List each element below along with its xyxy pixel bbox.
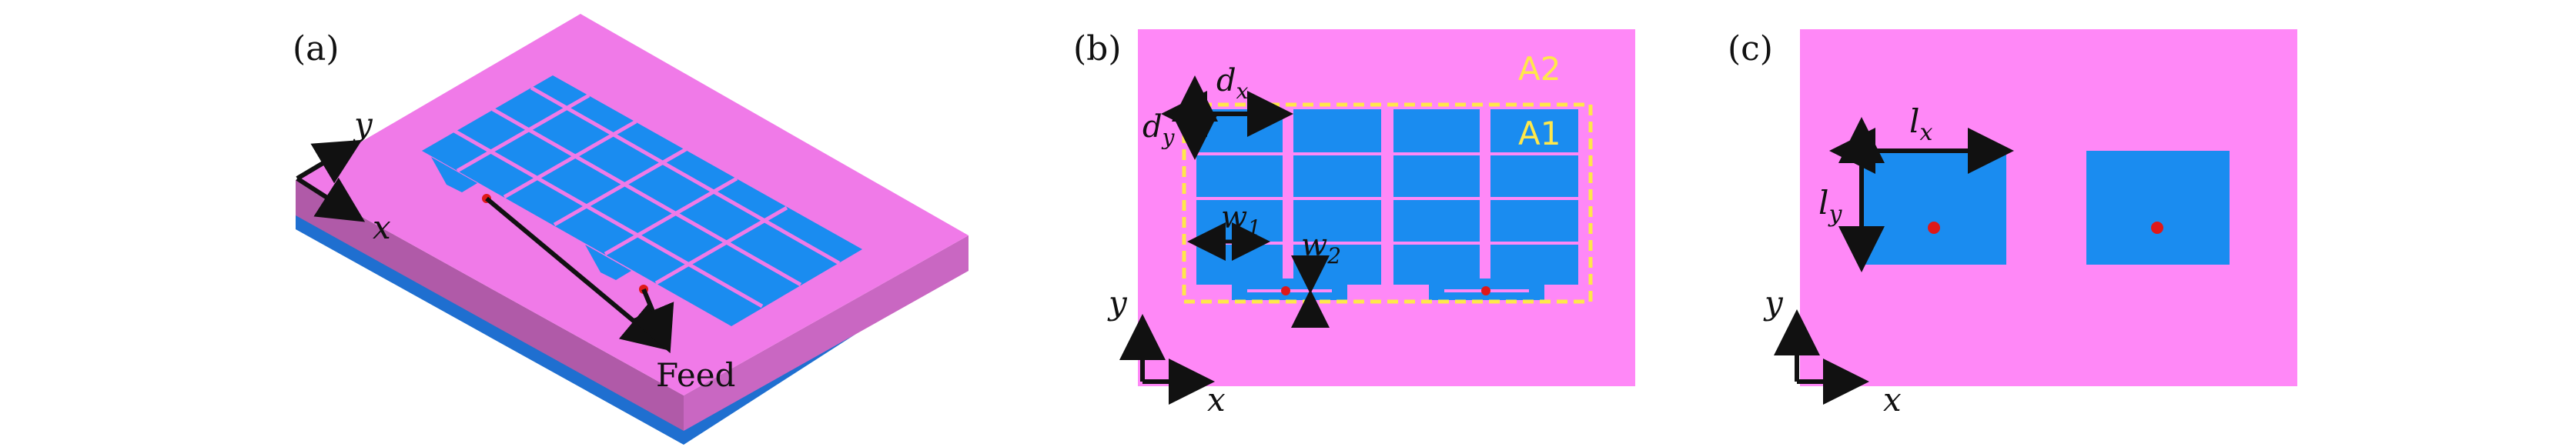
dim-w1-label: w1 [1221,200,1261,241]
dim-w2-label: w2 [1301,228,1341,269]
feed-step-2 [585,245,631,280]
feed-step-1 [431,157,477,192]
single-patch-left [1863,151,2006,265]
panel-a: (a) [293,14,969,445]
feed-point-c1 [1928,222,1940,234]
single-patch-right [2086,151,2230,265]
dim-ly-label: ly [1818,184,1842,228]
dim-lx-label: lx [1909,102,1932,146]
dim-dy-label: dy [1142,109,1176,150]
patch-array-3d [422,75,862,326]
axis-y-label-c: y [1763,284,1784,322]
array-patch-region [422,75,862,326]
panel-b-tag: (b) [1073,29,1122,68]
axis-y-label-b: y [1107,284,1128,322]
feed-arrow-2 [631,288,674,354]
axis-y-label-a: y [353,105,373,143]
axis-triad-a: y x [296,105,391,246]
feed-point-c2 [2151,222,2163,234]
axis-x-label-a: x [373,208,391,246]
panel-a-tag: (a) [293,29,340,68]
region-a1-outline [1182,102,1593,304]
substrate-side-face [684,235,969,431]
axis-x-label-b: x [1207,381,1226,419]
axis-triad-c: y x [1763,284,1902,419]
substrate-front-face [296,180,684,431]
region-a2-label: A2 [1518,50,1561,88]
panel-c-tag: (c) [1728,29,1773,68]
feed-label: Feed [656,356,735,394]
feed-point-b2 [1481,286,1490,295]
feed-point-b1 [1281,286,1290,295]
axis-x-label-c: x [1883,381,1902,419]
dim-dx-label: dx [1216,63,1249,104]
region-a1-label: A1 [1518,115,1561,152]
panel-b: (b) A2 A1 dx d [1073,29,1635,419]
panel-c: (c) lx ly y x [1728,29,2297,419]
axis-triad-b: y x [1107,284,1226,419]
